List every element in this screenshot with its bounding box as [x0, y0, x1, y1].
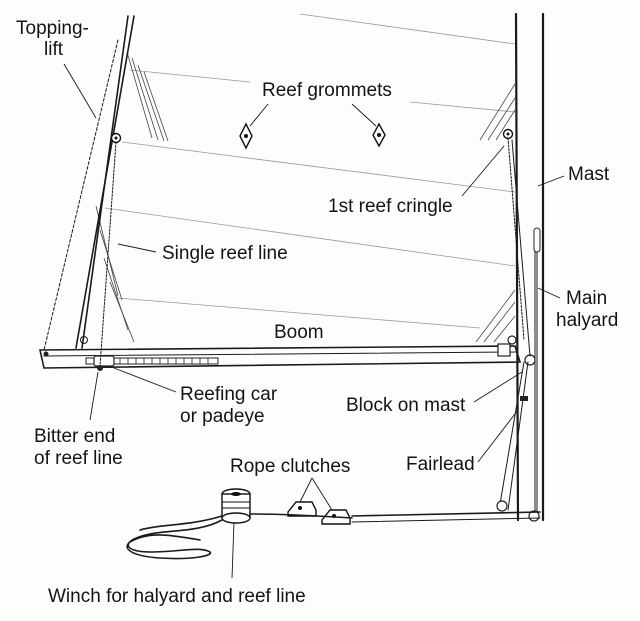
- rope-coil: [126, 513, 353, 560]
- leader-lines: [63, 63, 565, 579]
- label-main-halyard-2: halyard: [556, 310, 618, 331]
- rope-clutch-icons: [287, 501, 351, 525]
- sail-bunch-right: [475, 83, 516, 343]
- sail-seams: [104, 13, 516, 329]
- reefing-track: [85, 355, 219, 371]
- single-reef-line: [99, 141, 117, 367]
- label-winch: Winch for halyard and reef line: [48, 586, 306, 607]
- label-mast: Mast: [568, 164, 610, 185]
- label-fairlead: Fairlead: [406, 454, 475, 475]
- label-rope-clutches: Rope clutches: [230, 456, 350, 477]
- label-first-reef-cringle: 1st reef cringle: [328, 196, 453, 217]
- reef-grommet-icons: [239, 122, 386, 150]
- label-reefing-car-1: Reefing car: [180, 384, 278, 405]
- cringles: [110, 128, 514, 144]
- sail-bunch-left: [95, 51, 169, 343]
- label-reefing-car-2: or padeye: [180, 406, 265, 427]
- label-reef-grommets: Reef grommets: [262, 80, 392, 101]
- label-bitter-end-2: of reef line: [34, 448, 123, 469]
- sail-luff-leech: [75, 15, 135, 349]
- labels: Topping- lift Reef grommets Mast 1st ree…: [16, 18, 618, 607]
- mast: [514, 12, 545, 522]
- boom: [39, 336, 522, 369]
- label-boom: Boom: [274, 322, 324, 343]
- topping-lift-line: [43, 39, 119, 351]
- label-topping-lift-1: Topping-: [16, 18, 89, 39]
- main-halyard: [533, 227, 541, 517]
- label-main-halyard-1: Main: [566, 288, 607, 309]
- label-single-reef-line: Single reef line: [162, 243, 288, 264]
- label-bitter-end-1: Bitter end: [34, 426, 115, 447]
- deck-lines: [351, 361, 541, 523]
- label-block-on-mast: Block on mast: [346, 395, 466, 416]
- luff-reef-line: [507, 137, 531, 357]
- winch-icon: [221, 488, 251, 524]
- label-topping-lift-2: lift: [44, 39, 64, 60]
